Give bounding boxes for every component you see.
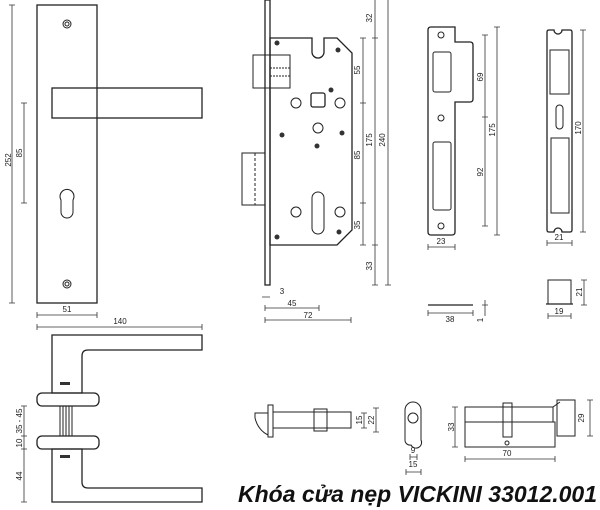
dim-1: 1 [476, 317, 485, 322]
dim-23: 23 [437, 237, 446, 246]
dim-140: 140 [113, 317, 127, 326]
strike-plate: 69 92 175 23 38 1 [427, 26, 500, 324]
dim-10: 10 [15, 438, 24, 447]
dim-32: 32 [365, 13, 374, 22]
dim-44: 44 [15, 471, 24, 480]
dim-3: 3 [280, 287, 285, 296]
dim-70: 70 [503, 449, 512, 458]
dim-51: 51 [63, 305, 72, 314]
faceplate-front: 170 21 21 19 [546, 29, 587, 319]
handle-side-view: 35 - 45 10 44 [15, 334, 203, 503]
dim-175-strike: 175 [488, 123, 497, 137]
dim-22: 22 [367, 415, 376, 424]
dim-85: 85 [15, 148, 24, 157]
handle-plate-front: 252 85 51 140 [4, 4, 203, 330]
dim-21: 21 [555, 233, 564, 242]
dim-69: 69 [476, 72, 485, 81]
dim-85-mortise: 85 [353, 150, 362, 159]
keyhole-icon [59, 188, 75, 219]
mortise-lock-body: 55 85 35 32 175 33 240 3 45 72 [241, 0, 391, 323]
dim-45: 45 [288, 299, 297, 308]
dim-29: 29 [577, 413, 586, 422]
dim-35: 35 [353, 220, 362, 229]
dim-35-45: 35 - 45 [15, 408, 24, 433]
latch-bolt: 15 22 [254, 404, 379, 438]
dim-55: 55 [353, 65, 362, 74]
dim-33: 33 [365, 261, 374, 270]
dim-175: 175 [365, 133, 374, 147]
dim-92: 92 [476, 167, 485, 176]
dim-21-box: 21 [575, 287, 584, 296]
product-title: Khóa cửa nẹp VICKINI 33012.001 [238, 481, 598, 507]
euro-cylinder: 33 29 70 [447, 399, 593, 462]
dim-15-profile: 15 [409, 460, 418, 469]
dim-72: 72 [304, 311, 313, 320]
dim-170: 170 [574, 121, 583, 135]
dim-38: 38 [446, 315, 455, 324]
dim-240: 240 [378, 133, 387, 147]
cylinder-profile: 9 15 [404, 401, 423, 475]
dim-15-latch: 15 [355, 415, 364, 424]
dim-19: 19 [555, 307, 564, 316]
dim-33-cyl: 33 [447, 422, 456, 431]
dim-9: 9 [411, 446, 416, 455]
dim-252: 252 [4, 153, 13, 167]
